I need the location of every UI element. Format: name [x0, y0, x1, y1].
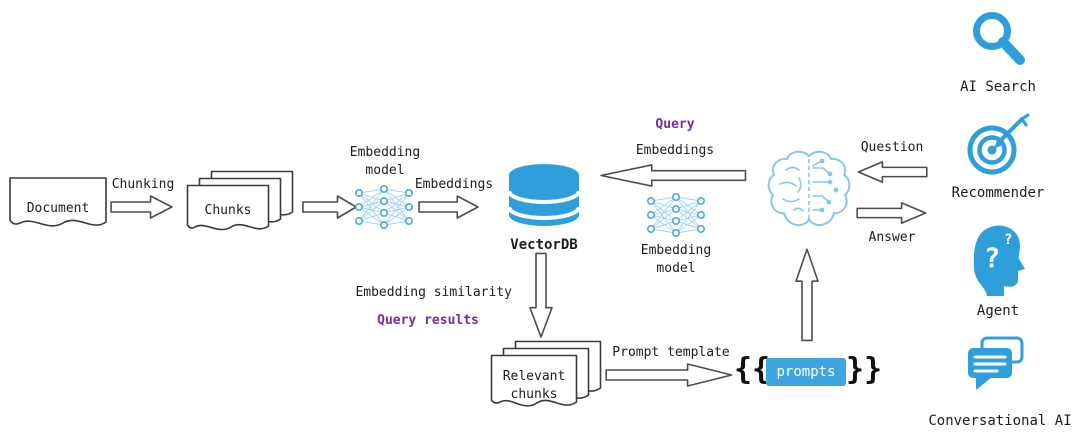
chunking-label: Chunking — [111, 177, 175, 192]
chunks-to-embedding-arrow-icon — [302, 194, 358, 220]
relevant-chunks-stack-shape — [490, 340, 602, 407]
brain-icon — [767, 150, 851, 226]
query-results-label: Query results — [377, 313, 479, 328]
neural-network-icon — [354, 184, 413, 229]
prompts-up-arrow-icon — [794, 246, 820, 342]
search-icon — [973, 12, 1025, 65]
chunking-arrow-icon — [110, 194, 174, 220]
embedding-similarity-label: Embedding similarity — [355, 285, 512, 300]
question-label: Question — [860, 140, 924, 155]
conversational-ai-label: Conversational AI — [928, 413, 1072, 429]
agent-head-icon: ? ? — [973, 225, 1025, 296]
ai-search-label: AI Search — [960, 79, 1036, 95]
prompt-template-label: Prompt template — [612, 345, 730, 360]
vectordb-label: VectorDB — [510, 237, 578, 253]
vectordb-icon — [507, 164, 581, 226]
query-embeddings-arrow-icon — [596, 163, 748, 188]
chunks-label: Chunks — [204, 203, 252, 218]
svg-text:?: ? — [1004, 232, 1012, 248]
document-shape — [9, 177, 107, 227]
question-arrow-icon — [856, 160, 928, 184]
chat-icon — [968, 336, 1024, 390]
neural-network-icon — [646, 192, 705, 237]
chunks-stack-shape — [186, 170, 294, 231]
relevant-chunks-label: Relevant chunks — [502, 369, 566, 403]
embeddings-label: Embeddings — [414, 177, 494, 192]
answer-label: Answer — [868, 230, 916, 245]
similarity-down-arrow-icon — [528, 252, 554, 340]
query-label: Query — [655, 117, 695, 132]
embedding-model-top-label: Embedding model — [349, 145, 421, 179]
prompt-template-arrow-icon — [604, 362, 736, 388]
target-icon — [967, 113, 1030, 175]
agent-label: Agent — [976, 303, 1020, 319]
left-braces: {{ — [734, 352, 771, 387]
embedding-model-right-label: Embedding model — [640, 243, 712, 277]
right-braces: }} — [846, 352, 883, 387]
recommender-label: Recommender — [951, 185, 1045, 201]
embeddings-arrow-icon — [418, 194, 480, 220]
document-label: Document — [26, 201, 90, 216]
query-embeddings-label: Embeddings — [635, 143, 715, 158]
answer-arrow-icon — [856, 201, 928, 225]
prompts-box: prompts — [766, 358, 846, 386]
svg-text:?: ? — [984, 243, 1000, 274]
